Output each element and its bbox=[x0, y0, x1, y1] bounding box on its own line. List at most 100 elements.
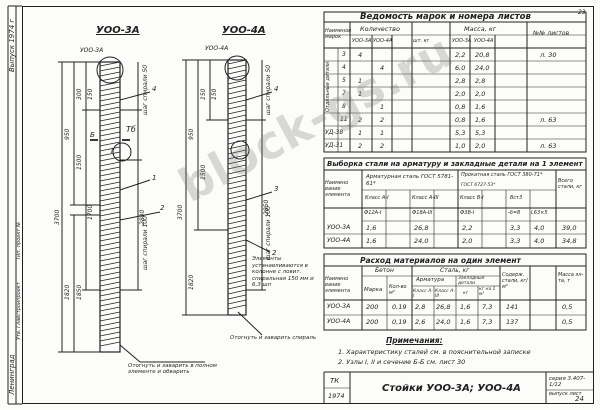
table1-r5-q4: 2 bbox=[380, 116, 385, 124]
table2-r1-v5: 4,0 bbox=[534, 237, 545, 245]
table3-r1-a1: 2,6 bbox=[415, 318, 426, 326]
table1-h-q4: УОО-4А bbox=[373, 38, 393, 44]
table1-r5-m4: 1,6 bbox=[475, 116, 486, 124]
table1-r1-n: 4 bbox=[342, 64, 346, 71]
table2-r0-v4: 3,3 bbox=[510, 224, 521, 232]
table1-h-sheets: №№ листов bbox=[533, 30, 570, 37]
table3-r1-z1: 1,6 bbox=[460, 318, 471, 326]
drawing1-dim-1: 300 bbox=[76, 88, 83, 100]
table3-r0-z2: 7,3 bbox=[482, 303, 493, 311]
table2-h-st3: Вст3 bbox=[510, 195, 523, 201]
table2-r0-v3: 2,2 bbox=[462, 224, 473, 232]
drawing1-note-shag: шаг спирали 50 bbox=[142, 64, 149, 115]
table2-h-sub: ГОСТ 6727-53* bbox=[461, 183, 496, 188]
table2-r1-total: 34,8 bbox=[562, 237, 577, 245]
table2-r0-v2: 26,8 bbox=[414, 224, 429, 232]
table1-r0-n: 3 bbox=[342, 51, 346, 58]
table1-r3-m4: 2,0 bbox=[475, 90, 486, 98]
table3-r1-massa: 0,5 bbox=[562, 318, 573, 326]
drawing1-dim-4: 1500 bbox=[76, 154, 83, 170]
drawing1-dim-6: 3700 bbox=[54, 209, 61, 225]
drawing2-dim-2: 150 bbox=[211, 88, 218, 100]
stamp-sheet: 24 bbox=[575, 395, 584, 403]
table3-h-kg: кг bbox=[463, 291, 469, 296]
table1-r7-n: УД-31 bbox=[325, 142, 344, 149]
drawing2-dim-7: 2850 bbox=[263, 199, 270, 215]
table1-r4-n: 8 bbox=[342, 103, 346, 110]
table1-h-mass: Масса, кг bbox=[464, 25, 497, 33]
table1-r5-s: л. 63 bbox=[540, 116, 557, 124]
table3-r0-name: УОО-3А bbox=[327, 303, 351, 310]
drawing1-mark-1: 1 bbox=[152, 174, 157, 182]
note-2: 2. Узлы I, II и сечение Б-Б см. лист 30 bbox=[338, 358, 466, 366]
drawing1-mark-b2: I bbox=[111, 147, 114, 155]
drawing1-dim-9: 2800 bbox=[139, 209, 146, 225]
drawing1-top-mark: УОО-3А bbox=[80, 47, 104, 54]
table2-r0-v5: 4,0 bbox=[534, 224, 545, 232]
table3-r0-marka: 200 bbox=[366, 303, 379, 311]
drawing2-mark-sec: 2 bbox=[272, 249, 277, 257]
table3-h-beton: Бетон bbox=[375, 267, 394, 274]
table2-r0-total: 39,0 bbox=[562, 224, 577, 232]
drawing2-mark-4: 4 bbox=[274, 85, 279, 93]
table3-h-massa: Масса эл-та, т bbox=[558, 272, 584, 284]
stamp-vyp: выпуск лист bbox=[549, 391, 582, 397]
note-1: 1. Характеристику сталей см. в пояснител… bbox=[338, 348, 531, 356]
table1-r5-q3: 2 bbox=[358, 116, 363, 124]
table2-r1-name: УОО-4А bbox=[327, 237, 351, 244]
table2-h-rolled: Прокатная сталь ГОСТ 380-71* bbox=[461, 172, 543, 178]
table2-h-c1: Ф12А-I bbox=[364, 210, 382, 216]
table1-r6-m4: 5,3 bbox=[475, 129, 486, 137]
table2-h-c4: -δ=8 bbox=[508, 210, 521, 216]
drawing2-dim-1: 150 bbox=[200, 88, 207, 100]
table1-r5-n: 11 bbox=[340, 116, 348, 123]
table1-r1-m4: 24,0 bbox=[475, 64, 490, 72]
drawing2-top-mark: УОО-4А bbox=[205, 45, 229, 52]
drawing1-mark-4: 4 bbox=[152, 85, 157, 93]
table2-h-classB1: Класс В-I bbox=[460, 195, 484, 201]
table1-h-qty: Количество bbox=[360, 25, 400, 33]
table1-h-q3: УОО-3А bbox=[352, 38, 372, 44]
table2-title: Выборка стали на арматуру и закладные де… bbox=[327, 160, 583, 168]
table1-h-m4: УОО-4А bbox=[474, 38, 494, 44]
table1-r4-m4: 1,6 bbox=[475, 103, 486, 111]
stamp-title: Стойки УОО-3А; УОО-4А bbox=[382, 383, 521, 394]
table1-r7-s: л. 63 bbox=[540, 142, 557, 150]
table3-r1-marka: 200 bbox=[366, 318, 379, 326]
notes-title: Примечания: bbox=[386, 336, 443, 345]
table2-h-classA1: Класс А-I bbox=[365, 195, 389, 201]
drawing1-dim-7: 1820 bbox=[64, 284, 71, 300]
table1-r7-q4: 2 bbox=[380, 142, 385, 150]
table1-r4-q4: 1 bbox=[380, 103, 385, 111]
table3-title: Расход материалов на один элемент bbox=[360, 256, 521, 265]
table3-r1-kol: 0,19 bbox=[392, 318, 407, 326]
table1-r1-q4: 4 bbox=[380, 64, 385, 72]
drawing2-title: УОО-4А bbox=[222, 25, 266, 36]
table3-h-arm: Арматура bbox=[416, 277, 445, 283]
table2-r0-name: УОО-3А bbox=[327, 224, 351, 231]
table1-r7-m4: 2,0 bbox=[475, 142, 486, 150]
table3-r0-z1: 1,6 bbox=[460, 303, 471, 311]
table1-r0-m4: 20,8 bbox=[475, 51, 490, 59]
table1-r6-q3: 1 bbox=[358, 129, 363, 137]
drawing2-note: Элементы устанавливаются в колонне с лов… bbox=[252, 256, 314, 289]
table2-r1-v4: 3,3 bbox=[510, 237, 521, 245]
table3-r1-sod: 137 bbox=[506, 318, 519, 326]
table1-r2-q3: 1 bbox=[358, 77, 363, 85]
strip-note-2: Утв. Главстройпроект bbox=[16, 282, 22, 340]
table1-r6-m3: 5,3 bbox=[455, 129, 466, 137]
table1-r3-q3: 1 bbox=[358, 90, 363, 98]
table1-r7-q3: 2 bbox=[358, 142, 363, 150]
table3-h-kgm: кг на 1 м³ bbox=[479, 287, 496, 297]
table1-r2-m3: 2,8 bbox=[455, 77, 466, 85]
table3-h-d2: Класс А-III bbox=[435, 289, 455, 299]
drawing2-mark-3: 3 bbox=[274, 185, 279, 193]
table2-r1-v3: 2,0 bbox=[462, 237, 473, 245]
table1-r7-m3: 1,0 bbox=[455, 142, 466, 150]
table1-r6-n: УД-38 bbox=[325, 129, 344, 136]
table2-h-c5: L63×5 bbox=[531, 210, 548, 216]
stamp-year: 1974 bbox=[328, 392, 345, 400]
table3-h-sod: Содерж. стали, кг/м³ bbox=[502, 272, 528, 290]
